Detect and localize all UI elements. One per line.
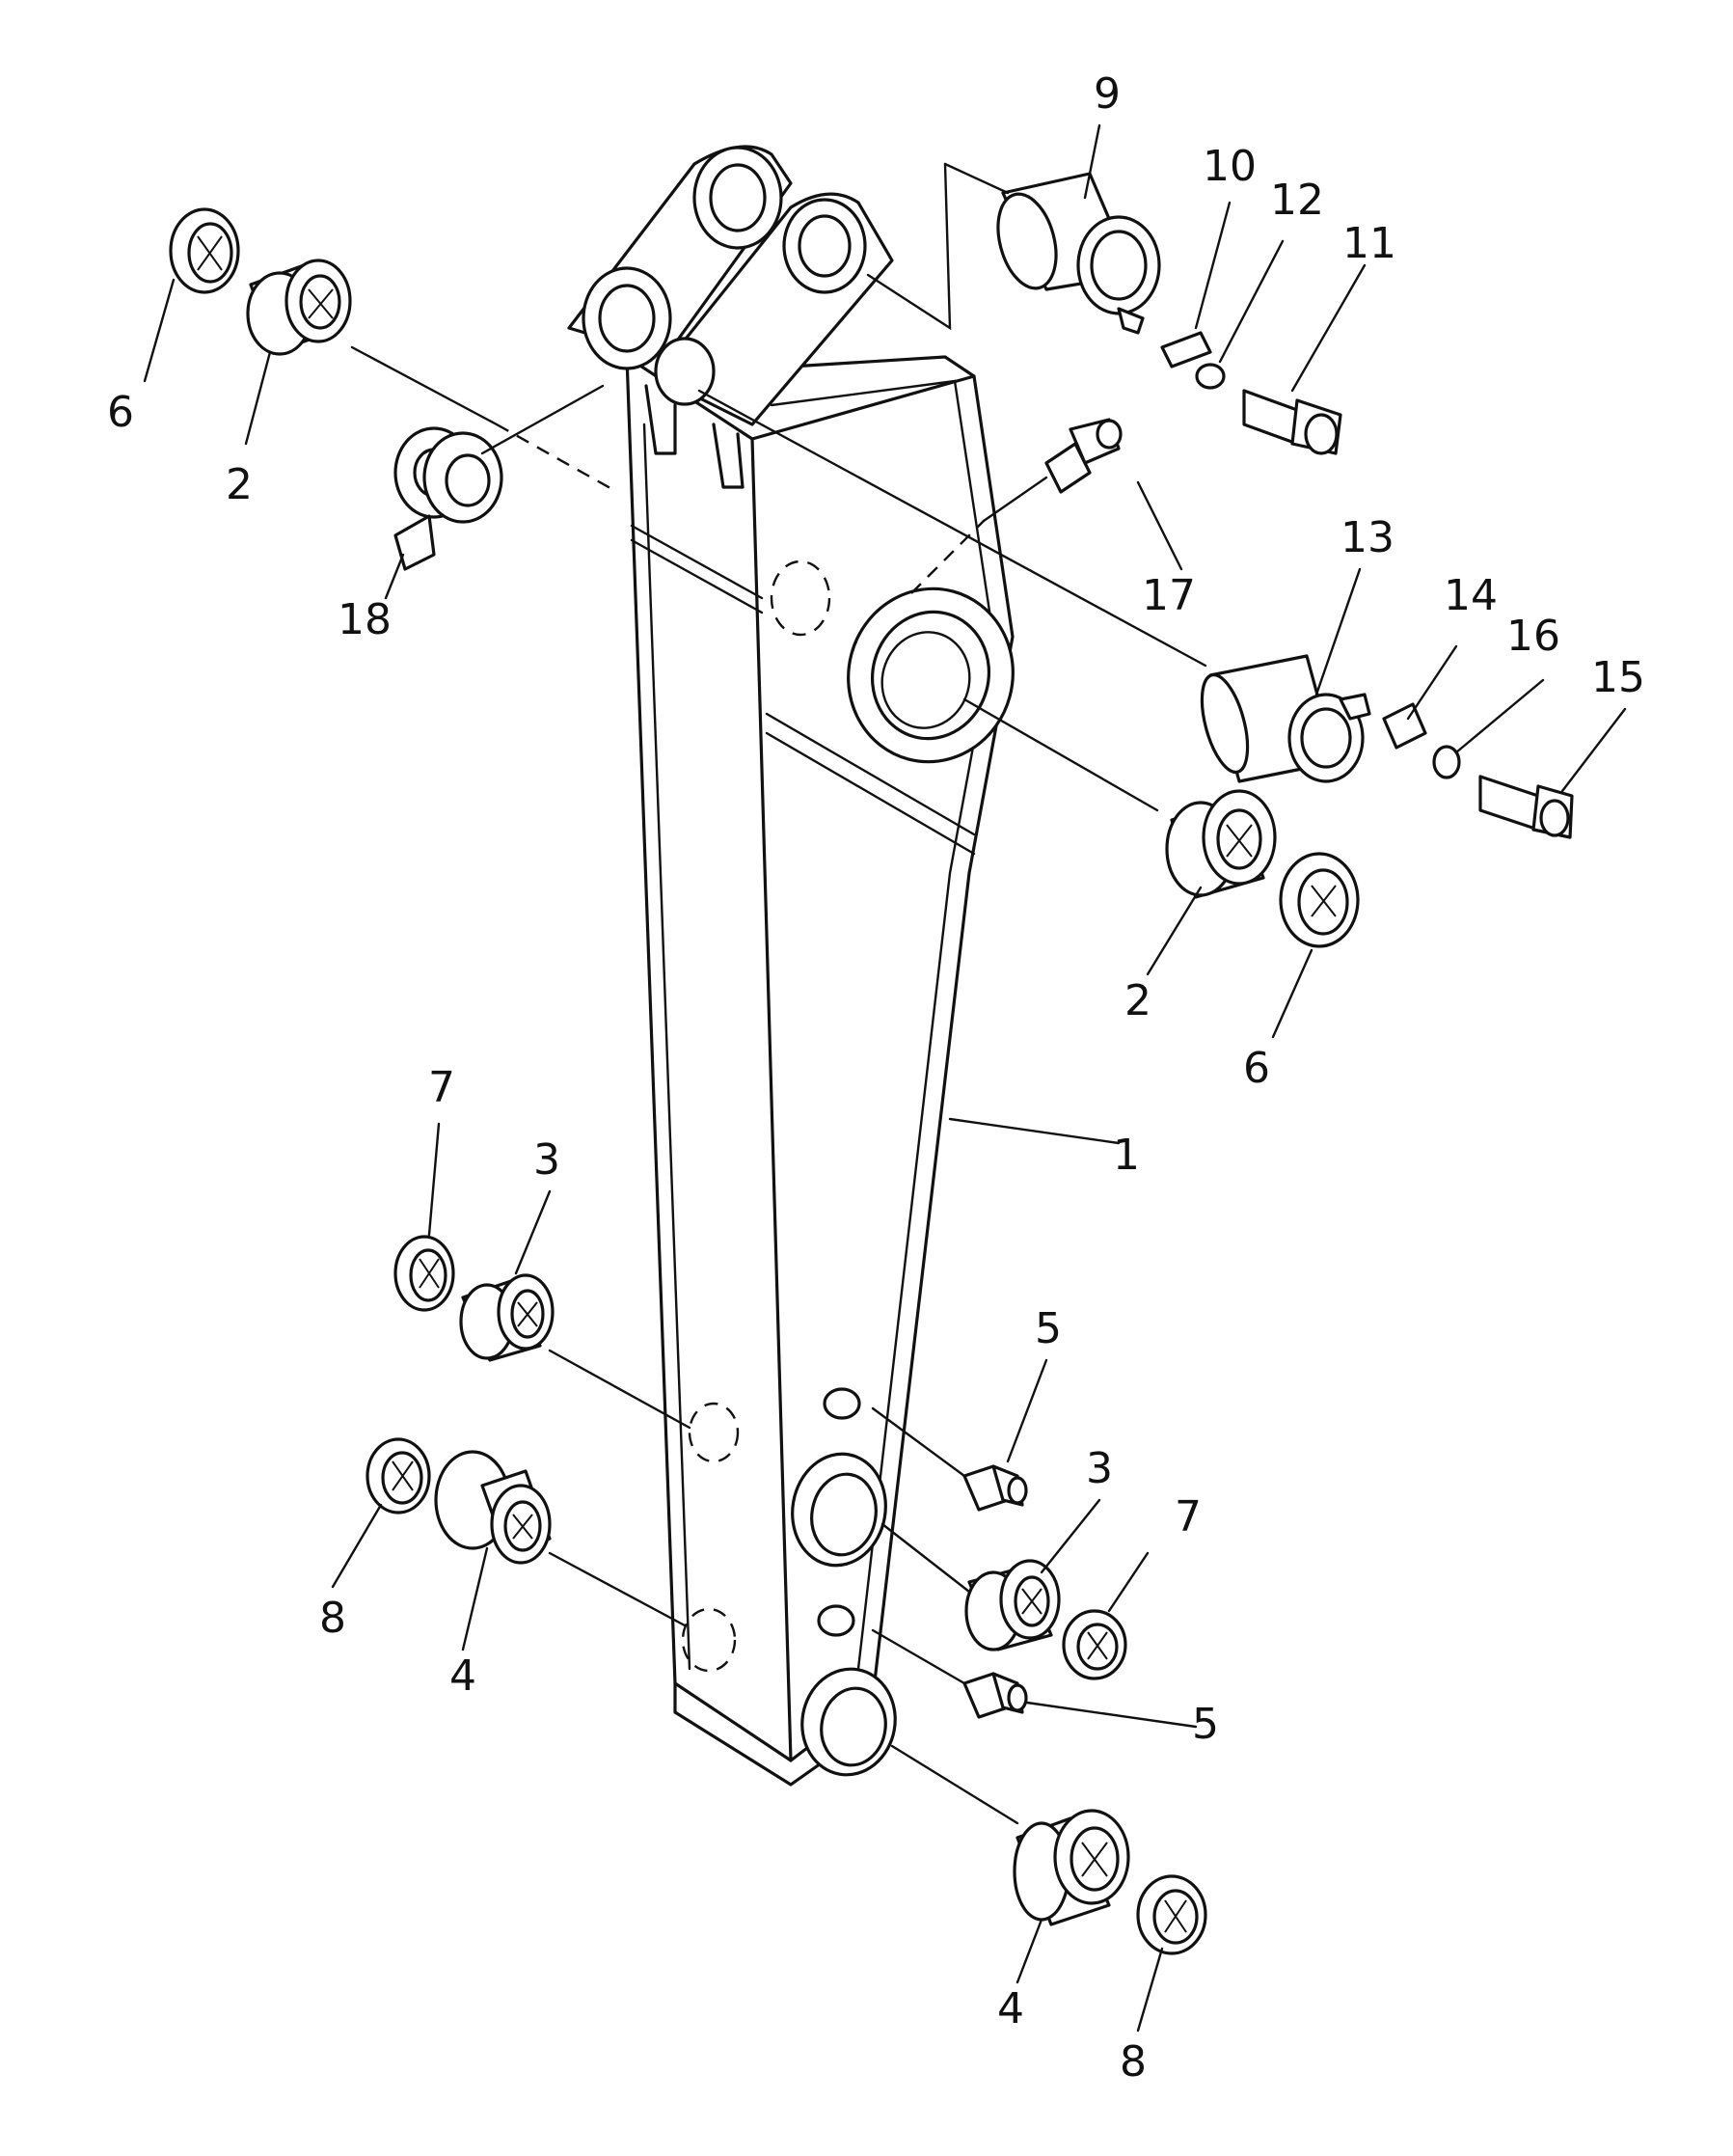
pin-9	[996, 172, 1161, 335]
grease-fitting-5-upper	[962, 1464, 1028, 1512]
callout-labels: 1 2 2 3 3 4 4 5 5 6 6 7 7 8 8 9 10 11 12…	[107, 69, 1645, 2087]
seal-8-left	[366, 1437, 431, 1515]
callout-5-lower: 5	[1192, 1700, 1219, 1749]
callout-14: 14	[1444, 571, 1498, 620]
hidden-hole-lower	[681, 1607, 737, 1673]
middle-boss	[847, 587, 1015, 764]
callout-15: 15	[1591, 653, 1645, 702]
callout-11: 11	[1342, 219, 1396, 268]
bushing-3-left	[459, 1273, 555, 1362]
bolt-11	[1242, 389, 1342, 455]
callout-2-right: 2	[1124, 976, 1151, 1025]
callout-9: 9	[1094, 69, 1121, 119]
lower-bosses	[791, 1387, 897, 1777]
callout-2-upper: 2	[226, 460, 253, 509]
seal-6-right	[1279, 852, 1360, 948]
washer-12	[1195, 363, 1226, 390]
callout-5-upper: 5	[1035, 1304, 1062, 1353]
washer-16	[1432, 745, 1461, 779]
leader-lines	[143, 123, 1627, 2033]
shim-18	[393, 426, 503, 571]
top-hinge-plates	[567, 145, 894, 489]
plate-14	[1382, 702, 1427, 750]
hidden-hole-middle	[688, 1402, 740, 1463]
assembly-lines	[350, 162, 1207, 1825]
seal-8-right	[1136, 1874, 1207, 1955]
callout-7-left: 7	[428, 1063, 455, 1112]
bolt-15	[1478, 775, 1574, 839]
seal-7-right	[1062, 1609, 1127, 1680]
seal-6-upper	[169, 207, 240, 294]
grease-fitting-17	[1044, 418, 1123, 494]
callout-4-right: 4	[997, 1984, 1024, 2033]
bushing-3-right	[964, 1559, 1061, 1651]
callout-13: 13	[1340, 513, 1395, 562]
callout-18: 18	[338, 595, 392, 644]
callout-6-upper: 6	[107, 388, 134, 437]
bushing-2-right	[1165, 789, 1277, 899]
bushing-4-left	[434, 1450, 552, 1565]
hidden-hole-upper	[770, 559, 831, 637]
callout-17: 17	[1142, 571, 1196, 620]
bushing-2-upper	[246, 259, 352, 356]
callout-3-left: 3	[533, 1135, 560, 1185]
callout-10: 10	[1203, 142, 1257, 191]
bushing-4-right	[1013, 1809, 1130, 1926]
callout-6-right: 6	[1243, 1044, 1270, 1093]
seal-7-left	[393, 1235, 455, 1312]
callout-3-right: 3	[1086, 1444, 1113, 1493]
pin-13	[1200, 654, 1371, 783]
callout-7-right: 7	[1175, 1492, 1202, 1542]
callout-12: 12	[1270, 176, 1324, 225]
grease-fitting-5-lower	[962, 1672, 1028, 1719]
callout-1: 1	[1113, 1131, 1140, 1180]
callout-8-right: 8	[1120, 2037, 1147, 2087]
callout-8-left: 8	[319, 1594, 346, 1643]
arm-body	[625, 355, 1015, 1787]
plate-10	[1160, 331, 1212, 368]
callout-4-left: 4	[449, 1651, 476, 1701]
callout-16: 16	[1506, 612, 1560, 661]
